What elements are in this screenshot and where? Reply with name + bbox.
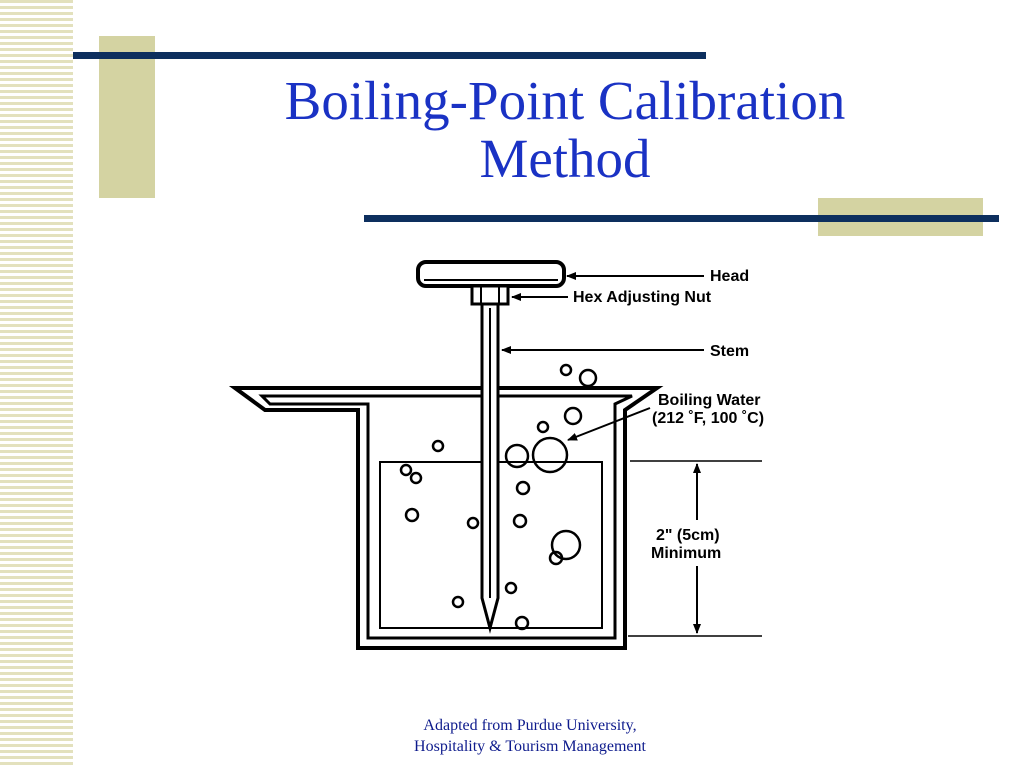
thermometer-calibration-diagram: Head Hex Adjusting Nut Stem Boiling Wate… — [228, 260, 764, 650]
decorative-block-left — [99, 36, 155, 198]
striped-sidebar-decoration — [0, 0, 73, 768]
bubble — [399, 463, 413, 477]
pot-inner — [258, 394, 633, 640]
source-credit-line1: Adapted from Purdue University, — [423, 717, 637, 734]
bubbles — [399, 363, 598, 631]
label-boiling-water: Boiling Water — [658, 392, 761, 409]
bubble — [451, 595, 465, 609]
bubble — [504, 443, 530, 469]
hex-adjusting-nut — [470, 284, 510, 306]
title-rule-top — [73, 52, 706, 59]
bubble — [515, 480, 531, 496]
pot-outer — [228, 386, 664, 650]
label-depth-minimum: Minimum — [651, 545, 721, 562]
bubble — [578, 368, 598, 388]
boiling-water-arrow — [567, 407, 651, 441]
source-credit: Adapted from Purdue University, Hospital… — [330, 715, 730, 757]
page-title-line1: Boiling-Point Calibration — [284, 70, 846, 131]
bubble — [466, 516, 480, 530]
bubble — [514, 615, 530, 631]
bubble — [431, 439, 445, 453]
label-depth: 2" (5cm) — [656, 527, 720, 544]
bubble — [409, 471, 423, 485]
bubble — [550, 529, 582, 561]
page-title: Boiling-Point Calibration Method — [200, 72, 930, 188]
bubble — [548, 550, 564, 566]
bubble — [536, 420, 550, 434]
bubble — [531, 436, 569, 474]
thermometer-head — [416, 260, 566, 288]
bubble — [504, 581, 518, 595]
bubble — [563, 406, 583, 426]
label-hex-adjusting-nut: Hex Adjusting Nut — [573, 289, 712, 306]
title-rule-bottom — [364, 215, 999, 222]
source-credit-line2: Hospitality & Tourism Management — [414, 738, 646, 755]
label-stem: Stem — [710, 343, 749, 360]
label-head: Head — [710, 268, 749, 285]
label-boiling-water-temp: (212 ˚F, 100 ˚C) — [652, 410, 764, 427]
water-surface — [379, 461, 603, 629]
bubble — [404, 507, 420, 523]
bubble — [512, 513, 528, 529]
page-title-line2: Method — [479, 128, 651, 189]
bubble — [559, 363, 573, 377]
